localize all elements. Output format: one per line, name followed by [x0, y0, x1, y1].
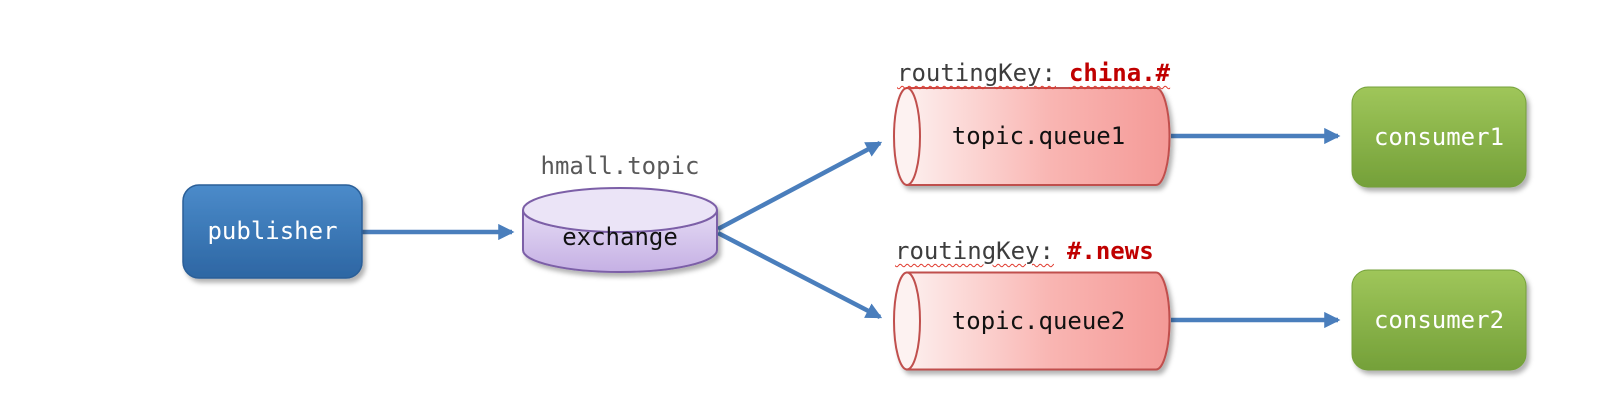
- queue1-node-shape: [893, 87, 1171, 186]
- queue2-label: topic.queue2: [951, 307, 1126, 335]
- queue2-node-shape: [893, 271, 1171, 371]
- consumer2-node-shape: [1351, 269, 1527, 371]
- consumer2-label: consumer2: [1373, 306, 1505, 334]
- publisher-label: publisher: [207, 217, 338, 245]
- arrow-exchange-queue1: [716, 141, 883, 231]
- queue2-cylinder-body: [906, 271, 1171, 371]
- exchange-node-shape: [522, 187, 718, 273]
- queue2-routing-key-prefix: routingKey:: [895, 237, 1054, 265]
- queue2-routing-key-value: #.news: [1066, 237, 1154, 265]
- queue2-routing-key: routingKey: #.news: [895, 238, 1154, 265]
- queue1-label: topic.queue1: [951, 122, 1126, 150]
- queue1-routing-key: routingKey: china.#: [897, 60, 1170, 87]
- exchange-label: exchange: [562, 223, 678, 251]
- exchange-title: hmall.topic: [540, 152, 700, 180]
- queue1-routing-key-value: china.#: [1068, 59, 1171, 87]
- consumer1-label: consumer1: [1373, 123, 1505, 151]
- queue1-routing-key-prefix: routingKey:: [897, 59, 1056, 87]
- consumer1-node-shape: [1351, 86, 1527, 188]
- arrow-exchange-queue2: [716, 231, 883, 319]
- publisher-node-shape: [182, 184, 363, 279]
- queue2-cylinder-cap: [893, 271, 921, 371]
- queue1-cylinder-cap: [893, 87, 921, 186]
- exchange-cylinder-top: [522, 187, 718, 233]
- queue1-cylinder-body: [906, 87, 1171, 186]
